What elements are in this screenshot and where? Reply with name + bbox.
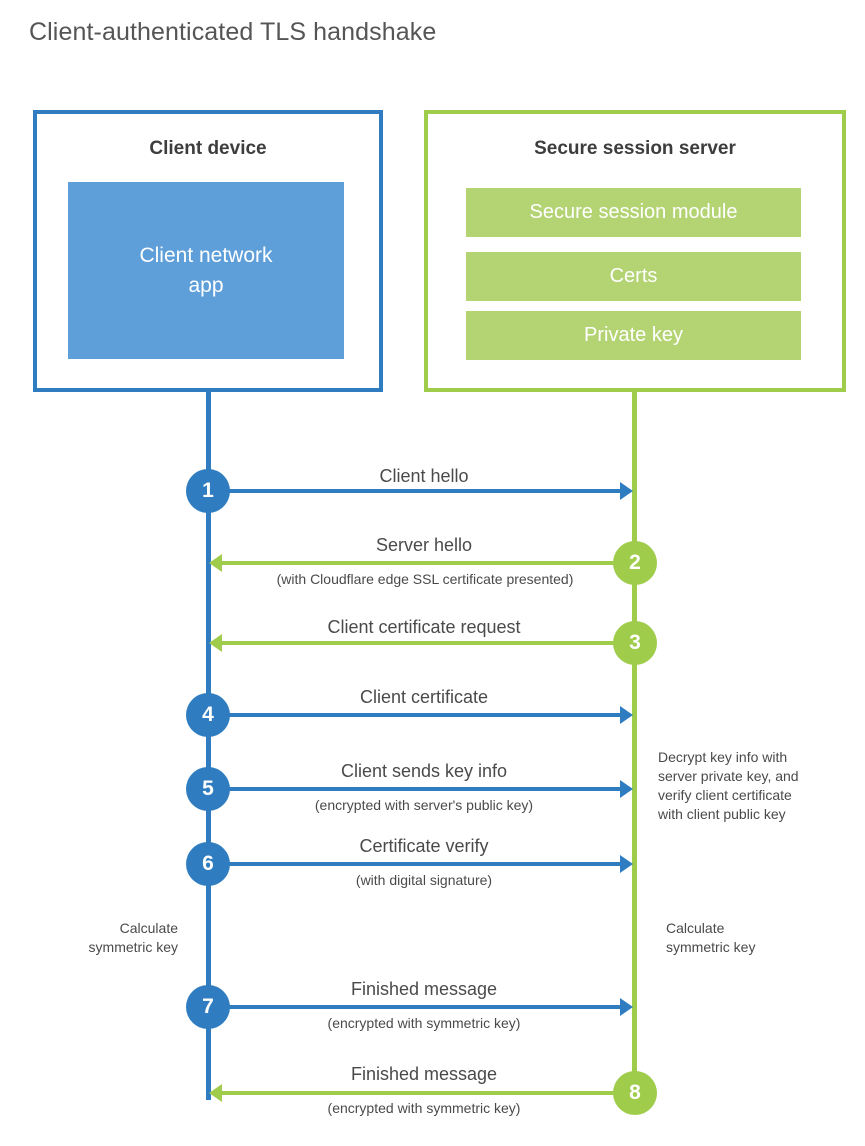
arrow-head-8	[209, 1084, 222, 1102]
arrow-head-6	[620, 855, 633, 873]
message-label-8: Finished message	[350, 1064, 498, 1084]
server-item-private-key: Private key	[466, 311, 801, 360]
step-circle-6[interactable]: 6	[186, 842, 230, 886]
arrow-line-3	[222, 641, 622, 645]
message-sublabel-7: (encrypted with symmetric key)	[327, 1015, 521, 1031]
server-item-certs: Certs	[466, 252, 801, 301]
message-label-5: Client sends key info	[340, 761, 508, 781]
client-device-title: Client device	[149, 138, 267, 159]
arrow-line-6	[228, 862, 620, 866]
message-label-6: Certificate verify	[359, 836, 489, 856]
client-lifeline	[206, 392, 211, 1100]
server-item-secure-session-module: Secure session module	[466, 188, 801, 237]
note-calculate-symmetric-key-client: Calculate symmetric key	[18, 919, 178, 957]
note-calc-server-line1: Calculate	[666, 920, 725, 936]
step-circle-5[interactable]: 5	[186, 767, 230, 811]
note-decrypt-key-info: Decrypt key info with server private key…	[658, 748, 848, 824]
arrow-line-8	[222, 1091, 622, 1095]
arrow-head-5	[620, 780, 633, 798]
arrow-head-2	[209, 554, 222, 572]
step-circle-4[interactable]: 4	[186, 693, 230, 737]
message-label-7: Finished message	[350, 979, 498, 999]
server-lifeline	[632, 392, 637, 1091]
note-decrypt-line4: with client public key	[658, 806, 786, 822]
step-circle-3[interactable]: 3	[613, 621, 657, 665]
note-decrypt-line3: verify client certificate	[658, 787, 792, 803]
note-calc-client-line1: Calculate	[119, 920, 178, 936]
message-label-1: Client hello	[379, 466, 469, 486]
client-network-app-block: Client network app	[68, 182, 344, 359]
message-sublabel-6: (with digital signature)	[355, 872, 493, 888]
arrow-line-5	[228, 787, 620, 791]
message-label-2: Server hello	[375, 535, 473, 555]
message-sublabel-5: (encrypted with server's public key)	[314, 797, 534, 813]
arrow-line-7	[228, 1005, 620, 1009]
step-circle-7[interactable]: 7	[186, 985, 230, 1029]
arrow-head-1	[620, 482, 633, 500]
arrow-line-2	[222, 561, 622, 565]
page-title: Client-authenticated TLS handshake	[29, 18, 437, 46]
note-calc-server-line2: symmetric key	[666, 939, 756, 955]
arrow-line-1	[228, 489, 620, 493]
note-calc-client-line2: symmetric key	[88, 939, 178, 955]
step-circle-8[interactable]: 8	[613, 1071, 657, 1115]
arrow-head-3	[209, 634, 222, 652]
step-circle-1[interactable]: 1	[186, 469, 230, 513]
message-label-4: Client certificate	[359, 687, 489, 707]
arrow-head-4	[620, 706, 633, 724]
client-app-label-line2: app	[188, 273, 224, 297]
arrow-head-7	[620, 998, 633, 1016]
arrow-line-4	[228, 713, 620, 717]
message-sublabel-2: (with Cloudflare edge SSL certificate pr…	[276, 571, 574, 587]
note-calculate-symmetric-key-server: Calculate symmetric key	[666, 919, 846, 957]
note-decrypt-line1: Decrypt key info with	[658, 749, 788, 765]
message-sublabel-8: (encrypted with symmetric key)	[327, 1100, 521, 1116]
client-app-label-line1: Client network	[139, 243, 273, 267]
message-label-3: Client certificate request	[327, 617, 521, 637]
note-decrypt-line2: server private key, and	[658, 768, 799, 784]
secure-session-server-title: Secure session server	[534, 138, 736, 159]
step-circle-2[interactable]: 2	[613, 541, 657, 585]
